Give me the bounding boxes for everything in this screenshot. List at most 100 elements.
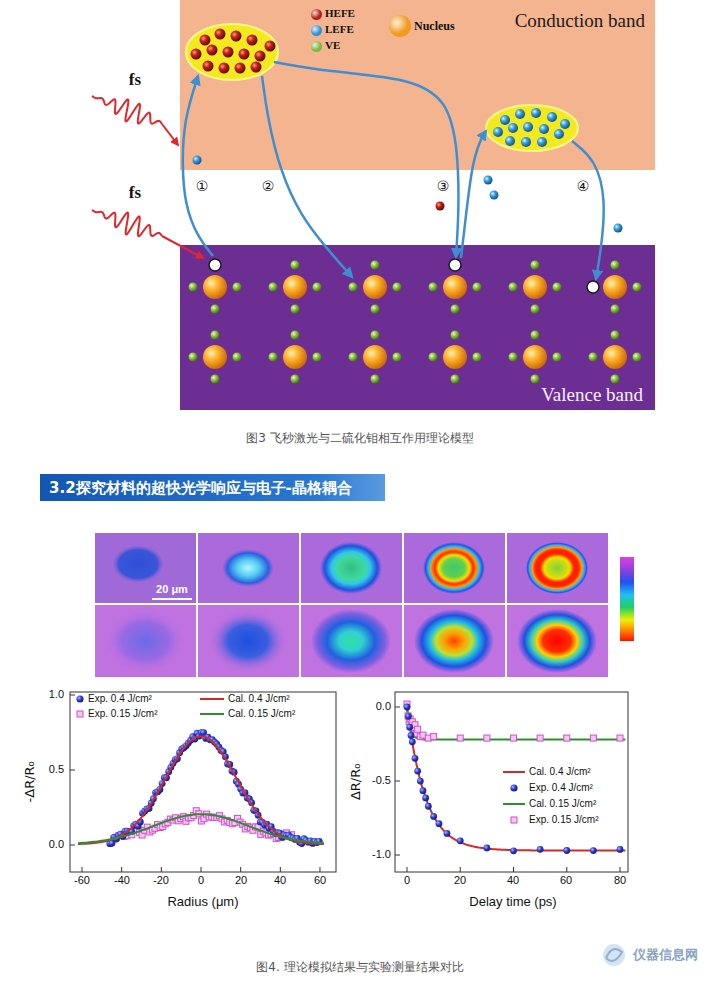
valence-electron xyxy=(371,375,380,384)
data-point xyxy=(484,735,490,741)
axis-tick xyxy=(280,867,281,872)
legend-samples xyxy=(76,695,525,823)
laser-pulse xyxy=(92,96,162,124)
valence-electron xyxy=(211,375,220,384)
cold-electron-cloud xyxy=(486,105,578,151)
legend-text: Cal. 0.4 J/cm² xyxy=(529,766,591,778)
hot-electron xyxy=(231,31,242,42)
nucleus-sphere xyxy=(363,275,387,299)
valence-electron xyxy=(211,331,220,340)
simulated-spot xyxy=(311,609,391,673)
legend-swatch xyxy=(311,9,322,20)
reflectivity-maps xyxy=(95,533,634,677)
nucleus-sphere xyxy=(443,275,467,299)
data-point xyxy=(406,724,413,731)
pulse-label: fs xyxy=(129,70,141,90)
data-point xyxy=(405,713,412,720)
valence-electron xyxy=(291,305,300,314)
band-fill xyxy=(180,245,655,410)
scale-bar xyxy=(152,598,192,600)
data-point xyxy=(408,732,415,739)
valence-electron xyxy=(291,375,300,384)
simulated-spot xyxy=(208,609,288,673)
data-point xyxy=(510,847,517,854)
logo-swirl xyxy=(606,949,622,961)
data-point xyxy=(564,735,570,741)
model-curve xyxy=(407,707,625,851)
cold-electron xyxy=(547,112,557,122)
valence-electron xyxy=(393,353,402,362)
cold-electron xyxy=(531,108,541,118)
valence-electron xyxy=(393,283,402,292)
legend-text: Cal. 0.15 J/cm² xyxy=(228,708,295,720)
axis-tick xyxy=(70,695,75,696)
cold-electron xyxy=(537,137,547,147)
valence-electron xyxy=(611,375,620,384)
tick-label: 0.5 xyxy=(49,763,64,776)
valence-electron xyxy=(473,283,482,292)
valence-electron xyxy=(611,261,620,270)
valence-electron xyxy=(429,353,438,362)
free-electron xyxy=(484,176,493,185)
tick-label: 0.0 xyxy=(49,838,64,851)
cold-electron xyxy=(521,137,531,147)
hot-electron xyxy=(200,35,211,46)
data-point xyxy=(483,845,490,852)
step-number: ② xyxy=(262,178,275,195)
axis-tick xyxy=(620,867,621,872)
legend-swatch xyxy=(389,15,411,37)
legend-marker xyxy=(77,711,83,717)
step-number: ④ xyxy=(577,178,590,195)
free-electron xyxy=(490,191,499,200)
legend-text: Cal. 0.4 J/cm² xyxy=(228,693,290,705)
cold-electron xyxy=(500,115,510,125)
model-curve xyxy=(78,814,324,843)
nucleus-sphere xyxy=(523,275,547,299)
valence-band: Valence band xyxy=(180,245,655,410)
data-point xyxy=(417,778,424,785)
tick-label: 60 xyxy=(560,874,572,887)
nucleus-sphere xyxy=(203,275,227,299)
axis-tick xyxy=(161,867,162,872)
data-point xyxy=(412,755,419,762)
hot-electron xyxy=(265,41,276,52)
tick-label: 20 xyxy=(235,874,247,887)
hot-electron xyxy=(239,49,250,60)
tick-label: -60 xyxy=(74,874,90,887)
tick-label: -20 xyxy=(153,874,169,887)
data-point xyxy=(511,735,517,741)
nucleus-sphere xyxy=(523,345,547,369)
legend-marker xyxy=(511,817,517,823)
figure-caption: 图3 飞秒激光与二硫化钼相互作用理论模型 xyxy=(246,431,473,445)
data-point xyxy=(590,735,596,741)
tick-label: 20 xyxy=(454,874,466,887)
simulated-spot xyxy=(517,609,597,673)
map-tile xyxy=(404,533,505,603)
transition-arrow xyxy=(461,131,486,258)
valence-electron xyxy=(633,283,642,292)
valence-electron xyxy=(531,331,540,340)
valence-electron xyxy=(269,353,278,362)
valence-electron xyxy=(189,353,198,362)
axis-tick xyxy=(70,845,75,846)
transition-arrow xyxy=(274,62,458,257)
data-point xyxy=(404,704,411,711)
data-point xyxy=(537,735,543,741)
hot-electron xyxy=(247,35,258,46)
map-tile xyxy=(404,605,505,677)
valence-electron xyxy=(531,305,540,314)
cold-electron xyxy=(554,129,564,139)
section-heading-bar: 3.2探究材料的超快光学响应与电子-晶格耦合 xyxy=(40,474,385,501)
valence-electron xyxy=(473,353,482,362)
hot-electron xyxy=(207,45,218,56)
tick-label: 40 xyxy=(274,874,286,887)
valence-electron xyxy=(509,283,518,292)
tick-label: -0.5 xyxy=(372,774,391,787)
tick-label: 80 xyxy=(614,874,626,887)
nucleus-sphere xyxy=(203,345,227,369)
legend-swatch xyxy=(311,41,322,52)
legend-line xyxy=(200,713,224,715)
transition-arrow xyxy=(262,76,352,277)
laser-arrow xyxy=(162,236,203,258)
axis-tick xyxy=(319,867,320,872)
